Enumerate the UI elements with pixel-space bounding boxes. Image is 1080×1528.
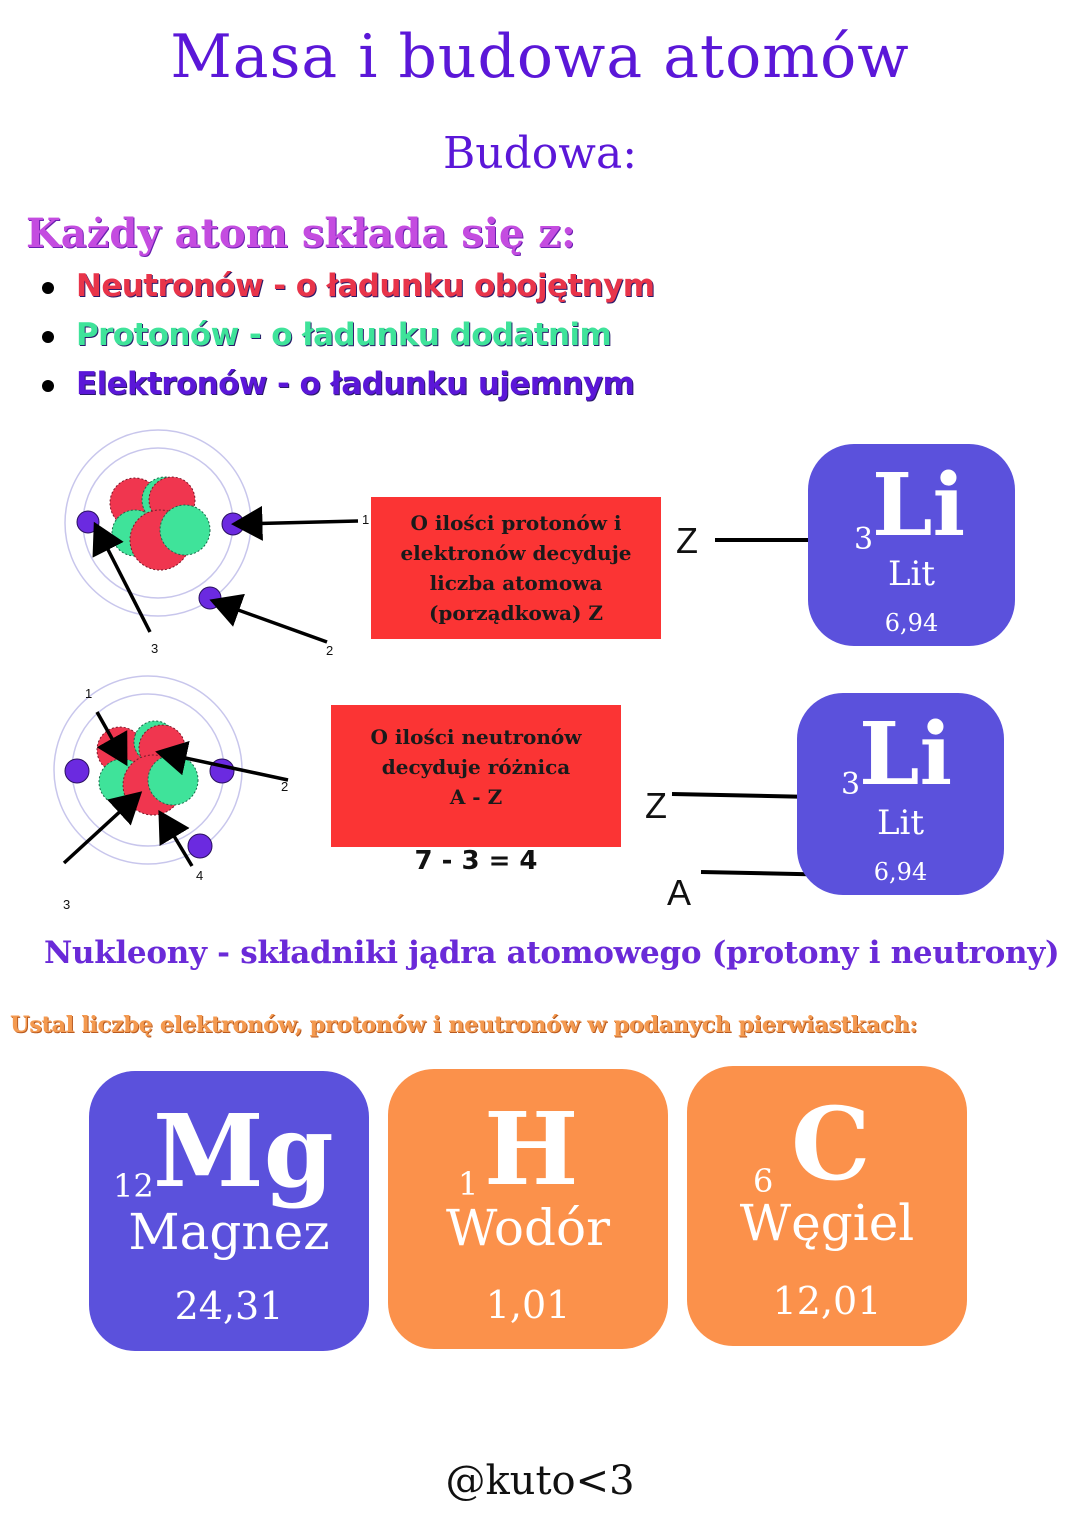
atom-diagram-1 [64, 429, 359, 644]
diagram1-label-2: 2 [326, 643, 334, 658]
diagram2-label-3: 3 [63, 897, 71, 912]
atomic-number: 1 [458, 1165, 479, 1203]
element-name: Magnez [128, 1203, 330, 1261]
lead-heading: Każdy atom składa się z: [26, 210, 576, 257]
section-subtitle: Budowa: [442, 128, 638, 179]
element-name: Lit [887, 554, 936, 594]
z-label-2: Z [645, 785, 667, 826]
electron-1 [76, 510, 100, 534]
atomic-number: 12 [113, 1167, 154, 1205]
atomic-mass: 24,31 [174, 1284, 284, 1328]
arrow-3 [92, 521, 152, 633]
arrow-3 [62, 791, 143, 865]
atomic-number: 3 [854, 522, 874, 557]
diagram1-label-1: 1 [362, 512, 370, 527]
page-title: Masa i budowa atomów [170, 22, 910, 92]
electron-3 [187, 833, 213, 859]
element-tile-c: 6 C Węgiel 12,01 [687, 1066, 967, 1346]
neutron-note: O ilości neutronów decyduje różnica A - … [331, 705, 621, 847]
atomic-number-note: O ilości protonów i elektronów decyduje … [371, 497, 661, 639]
atomic-mass: 12,01 [772, 1279, 882, 1323]
atomic-number: 6 [753, 1162, 774, 1200]
element-name: Lit [876, 803, 925, 843]
element-tile-li-1: 3 Li Lit 6,94 [808, 444, 1015, 646]
diagram1-label-3: 3 [151, 641, 159, 656]
note-line: A - Z [449, 785, 503, 809]
task-instruction: Ustal liczbę elektronów, protonów i neut… [10, 1012, 918, 1038]
atomic-mass: 1,01 [485, 1283, 571, 1327]
element-name: Wodór [445, 1199, 611, 1257]
element-symbol: H [484, 1090, 579, 1208]
diagram2-label-4: 4 [196, 868, 204, 883]
element-symbol: Li [859, 704, 953, 805]
note-line: O ilości neutronów [370, 725, 582, 749]
nucleus [109, 476, 211, 571]
diagram2-label-2: 2 [281, 779, 289, 794]
z-label-1: Z [676, 520, 698, 561]
electron-3 [198, 586, 222, 610]
nucleon-definition: Nukleony - składniki jądra atomowego (pr… [44, 935, 1060, 971]
atomic-mass: 6,94 [873, 858, 928, 886]
note-line: decyduje różnica [381, 755, 571, 779]
note-line: elektronów decyduje [400, 541, 632, 565]
a-label: A [667, 872, 692, 913]
atomic-mass: 6,94 [884, 609, 939, 637]
note-line: liczba atomowa [429, 571, 603, 595]
diagram2-label-1: 1 [85, 686, 93, 701]
list-item-protons: Protonów - o ładunku dodatnim [40, 317, 654, 366]
element-tile-h: 1 H Wodór 1,01 [388, 1069, 668, 1349]
element-tile-mg: 12 Mg Magnez 24,31 [89, 1071, 369, 1351]
arrow-1 [231, 505, 359, 541]
element-symbol: C [791, 1085, 871, 1203]
list-item-neutrons: Neutronów - o ładunku obojętnym [40, 268, 655, 317]
atomic-number: 3 [841, 767, 861, 802]
note-line: O ilości protonów i [410, 511, 622, 535]
arrow-4 [158, 809, 194, 867]
arrow-2 [155, 741, 289, 782]
element-symbol: Li [872, 455, 966, 556]
nucleus [96, 720, 199, 816]
element-tile-li-2: 3 Li Lit 6,94 [797, 693, 1004, 895]
arrow-1 [95, 711, 128, 767]
particle-list: Neutronów - o ładunku obojętnym Protonów… [40, 268, 655, 415]
author-handle: @kuto<3 [445, 1458, 635, 1504]
arrow-2 [209, 593, 328, 644]
atom-diagram-2 [53, 675, 289, 867]
element-symbol: Mg [153, 1092, 334, 1210]
note-line: (porządkowa) Z [428, 601, 603, 625]
electron-1 [64, 758, 90, 784]
element-name: Węgiel [739, 1194, 915, 1252]
neutron-equation: 7 - 3 = 4 [414, 846, 538, 876]
list-item-electrons: Elektronów - o ładunku ujemnym [40, 366, 654, 415]
